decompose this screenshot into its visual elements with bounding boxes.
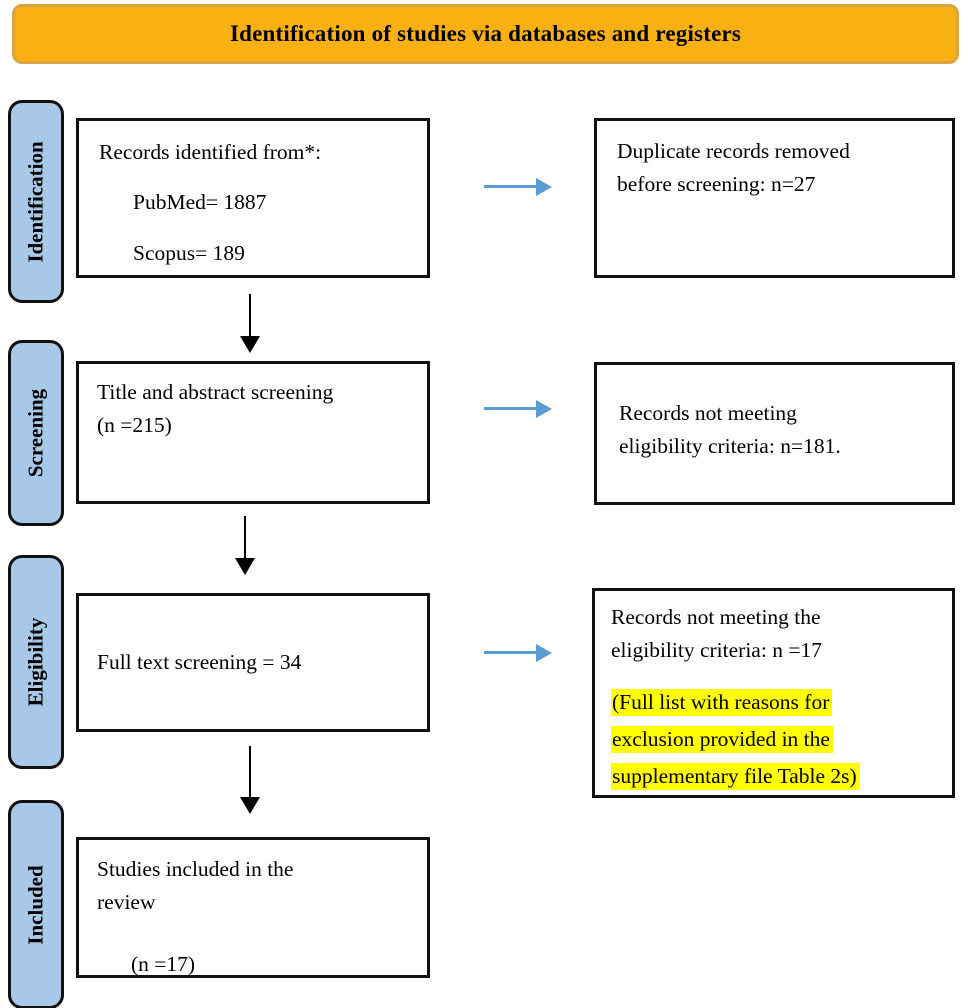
down-arrow-1-icon <box>240 336 260 353</box>
stage-label-included: Included <box>8 800 64 1008</box>
box-title-abstract-screening: Title and abstract screening (n =215) <box>76 361 430 504</box>
right-arrow-2-icon <box>536 400 552 418</box>
records-pubmed-count: PubMed= 1887 <box>133 190 267 215</box>
box-studies-included: Studies included in the review (n =17) <box>76 837 430 978</box>
stage-label-eligibility-text: Eligibility <box>23 617 48 707</box>
right-arrow-1-line <box>484 185 537 188</box>
stage-label-eligibility: Eligibility <box>8 555 64 769</box>
down-arrow-2-line <box>244 516 246 559</box>
stage-label-identification-text: Identification <box>23 140 48 263</box>
duplicates-removed-line1: Duplicate records removed <box>617 139 850 163</box>
down-arrow-3-line <box>249 746 251 798</box>
studies-included-text-line1: Studies included in the <box>97 857 294 881</box>
exclusion-note-line3: supplementary file Table 2s) <box>611 758 942 795</box>
down-arrow-2-icon <box>235 558 255 575</box>
right-arrow-1-icon <box>536 178 552 196</box>
duplicates-removed-line2: before screening: n=27 <box>617 172 816 197</box>
right-arrow-2-line <box>484 407 537 410</box>
right-arrow-3-line <box>484 651 537 654</box>
studies-included-count: (n =17) <box>131 951 196 976</box>
box-records-not-meeting-criteria: Records not meeting eligibility criteria… <box>594 362 955 505</box>
box-full-text-screening: Full text screening = 34 <box>76 593 430 732</box>
full-text-screening-text: Full text screening = 34 <box>97 649 302 674</box>
box-duplicates-removed: Duplicate records removed before screeni… <box>594 118 955 278</box>
down-arrow-1-line <box>249 294 251 337</box>
records-identified-heading: Records identified from*: <box>99 140 322 164</box>
records-not-meeting-line1: Records not meeting <box>619 401 797 425</box>
box-records-identified: Records identified from*: PubMed= 1887 S… <box>76 118 430 278</box>
exclusion-note-line2: exclusion provided in the <box>611 721 942 758</box>
exclusion-note-line1: (Full list with reasons for <box>611 684 942 721</box>
records-not-meeting-line2: eligibility criteria: n=181. <box>619 434 841 459</box>
fulltext-excluded-line2: eligibility criteria: n =17 <box>611 638 822 663</box>
box-fulltext-excluded: Records not meeting the eligibility crit… <box>592 588 955 798</box>
banner: Identification of studies via databases … <box>12 4 959 64</box>
exclusion-reasons-note: (Full list with reasons for exclusion pr… <box>611 684 942 795</box>
down-arrow-3-icon <box>240 797 260 814</box>
studies-included-text-line2: review <box>97 890 156 915</box>
title-abstract-screening-count: (n =215) <box>97 413 172 438</box>
stage-label-included-text: Included <box>23 864 48 945</box>
stage-label-identification: Identification <box>8 100 64 303</box>
stage-label-screening: Screening <box>8 340 64 526</box>
banner-title: Identification of studies via databases … <box>229 21 742 46</box>
fulltext-excluded-line1: Records not meeting the <box>611 605 821 629</box>
title-abstract-screening-text: Title and abstract screening <box>97 380 334 404</box>
records-scopus-count: Scopus= 189 <box>133 240 245 265</box>
stage-label-screening-text: Screening <box>23 388 48 478</box>
right-arrow-3-icon <box>536 644 552 662</box>
